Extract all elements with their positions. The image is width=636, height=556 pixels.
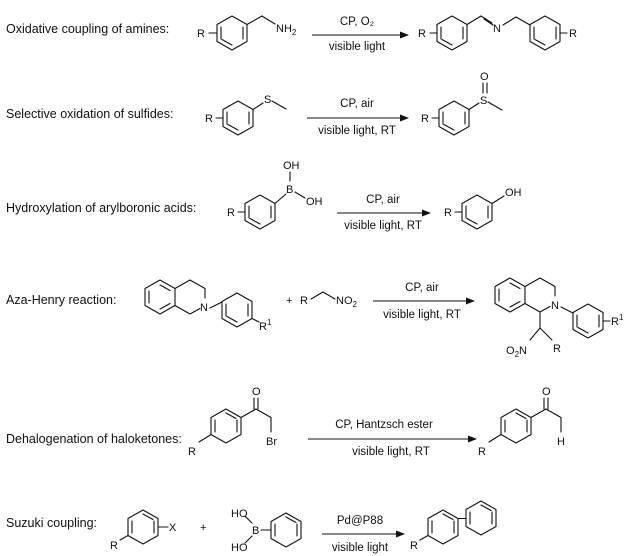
atom-oh: OH	[306, 196, 323, 208]
reaction-conditions-below: visible light, RT	[352, 446, 430, 458]
row-oxidative-coupling: Oxidative coupling of amines: R NH2 CP, …	[6, 15, 577, 53]
plus-sign: +	[200, 522, 206, 534]
atom-n: N	[493, 23, 501, 35]
atom-r: R	[227, 207, 235, 219]
plus-sign: +	[286, 295, 292, 307]
reaction-conditions-above: CP, air	[405, 282, 439, 294]
atom-r1: R1	[259, 318, 272, 333]
reaction-conditions-below: visible light, RT	[344, 220, 422, 232]
row-sulfide-oxidation: Selective oxidation of sulfides: R S CP,…	[6, 71, 503, 137]
row-title: Selective oxidation of sulfides:	[6, 107, 173, 121]
benzene-ring	[270, 512, 302, 548]
atom-no2: NO2	[336, 295, 358, 309]
row-suzuki: Suzuki coupling: R X + HO HO B Pd@P88 vi…	[6, 500, 497, 554]
row-dehalogenation: Dehalogenation of haloketones: R O Br CP…	[6, 386, 565, 458]
atom-s: S	[480, 95, 487, 107]
atom-o: O	[252, 386, 261, 398]
row-aza-henry: Aza-Henry reaction: N R1 + R NO2 CP, air…	[6, 277, 624, 359]
atom-br: Br	[266, 436, 277, 448]
atom-n: N	[551, 300, 559, 312]
benzene-ring	[465, 500, 497, 536]
atom-r: R	[569, 28, 577, 40]
atom-s: S	[264, 94, 271, 106]
atom-r: R	[553, 343, 561, 355]
atom-ho: HO	[231, 542, 248, 554]
atom-r1: R1	[611, 313, 624, 328]
benzene-ring	[572, 303, 604, 339]
row-hydroxylation: Hydroxylation of arylboronic acids: R B …	[6, 160, 522, 232]
atom-r: R	[110, 540, 118, 552]
reaction-conditions-below: visible light	[332, 542, 389, 554]
reaction-conditions-below: visible light	[329, 41, 386, 53]
atom-ho: HO	[231, 508, 248, 520]
atom-nh2: NH2	[276, 23, 297, 37]
row-title: Hydroxylation of arylboronic acids:	[6, 201, 196, 215]
atom-r: R	[418, 28, 426, 40]
atom-o2n: O2N	[506, 345, 527, 359]
row-title: Dehalogenation of haloketones:	[6, 432, 182, 446]
reaction-conditions-below: visible light, RT	[318, 125, 396, 137]
atom-b: B	[252, 525, 259, 537]
reaction-conditions-above: CP, O₂	[340, 16, 374, 28]
atom-b: B	[286, 184, 293, 196]
atom-r: R	[205, 113, 213, 125]
atom-oh: OH	[283, 160, 300, 172]
atom-o: O	[480, 71, 489, 83]
atom-r: R	[300, 295, 308, 307]
atom-o: O	[542, 386, 551, 398]
reaction-conditions-above: CP, air	[366, 194, 400, 206]
atom-r: R	[410, 540, 418, 552]
reaction-conditions-above: Pd@P88	[337, 515, 383, 527]
benzene-ring	[221, 292, 253, 328]
benzene-ring	[529, 15, 561, 51]
benzene-ring	[127, 509, 159, 545]
atom-r: R	[444, 207, 452, 219]
atom-r: R	[421, 113, 429, 125]
atom-n: N	[200, 302, 208, 314]
row-title: Aza-Henry reaction:	[6, 293, 116, 307]
row-title: Oxidative coupling of amines:	[6, 22, 169, 36]
atom-oh: OH	[505, 187, 522, 199]
atom-x: X	[169, 522, 177, 534]
reaction-conditions-below: visible light, RT	[383, 309, 461, 321]
reaction-conditions-above: CP, air	[340, 98, 374, 110]
atom-h: H	[557, 436, 565, 448]
atom-r: R	[478, 446, 486, 458]
reaction-conditions-above: CP, Hantzsch ester	[335, 419, 433, 431]
row-title: Suzuki coupling:	[6, 516, 97, 530]
atom-r: R	[188, 446, 196, 458]
atom-r: R	[197, 28, 205, 40]
